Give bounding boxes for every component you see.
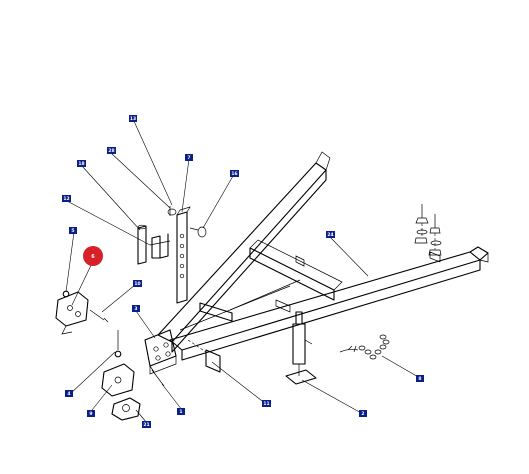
callout-16: 16	[230, 170, 239, 177]
callout-9-label: 9	[89, 411, 92, 417]
sleeve-bracket	[137, 224, 171, 265]
callout-2: 2	[359, 410, 367, 417]
callout-1: 1	[177, 408, 185, 415]
callout-10-label: 10	[134, 281, 140, 287]
leader-lines	[65, 118, 421, 424]
callout-13-label: 13	[130, 116, 136, 122]
callout-2-label: 2	[361, 411, 364, 417]
callout-3-upper: 3	[132, 305, 140, 312]
callout-12: 12	[62, 195, 71, 202]
callout-11-label: 11	[263, 401, 269, 407]
backing-plate	[187, 339, 221, 373]
a-frame-drawbar	[144, 151, 489, 375]
highlighted-part-marker[interactable]: 6	[83, 246, 103, 266]
callout-24-label: 24	[327, 232, 333, 238]
callout-7-label: 7	[187, 155, 190, 161]
coupling-head-lower	[101, 330, 165, 421]
callout-4: 4	[65, 390, 73, 397]
callout-16-label: 16	[231, 171, 237, 177]
callout-18-label: 18	[78, 161, 84, 167]
callout-21: 21	[142, 421, 151, 428]
callout-8: 8	[416, 375, 424, 382]
callout-24: 24	[326, 231, 335, 238]
callout-21-label: 21	[143, 422, 149, 428]
callout-28: 28	[107, 147, 116, 154]
callout-5: 5	[69, 227, 77, 234]
adjustable-stand	[167, 206, 207, 304]
callout-8-label: 8	[418, 376, 421, 382]
safety-chain	[339, 334, 390, 360]
callout-28-label: 28	[108, 148, 114, 154]
bolt-stack	[414, 204, 442, 256]
callout-12-label: 12	[63, 196, 69, 202]
callout-18: 18	[77, 160, 86, 167]
callout-1-label: 1	[179, 409, 182, 415]
jack-stand	[285, 311, 317, 385]
highlighted-part-label: 6	[91, 254, 95, 260]
coupling-head-upper	[55, 290, 109, 335]
callout-5-label: 5	[71, 228, 74, 234]
callout-3-upper-label: 3	[134, 306, 137, 312]
callout-4-label: 4	[67, 391, 70, 397]
callout-11: 11	[262, 400, 271, 407]
callout-10: 10	[133, 280, 142, 287]
callout-13: 13	[129, 115, 137, 122]
callout-7: 7	[185, 154, 193, 161]
callout-9: 9	[87, 410, 95, 417]
